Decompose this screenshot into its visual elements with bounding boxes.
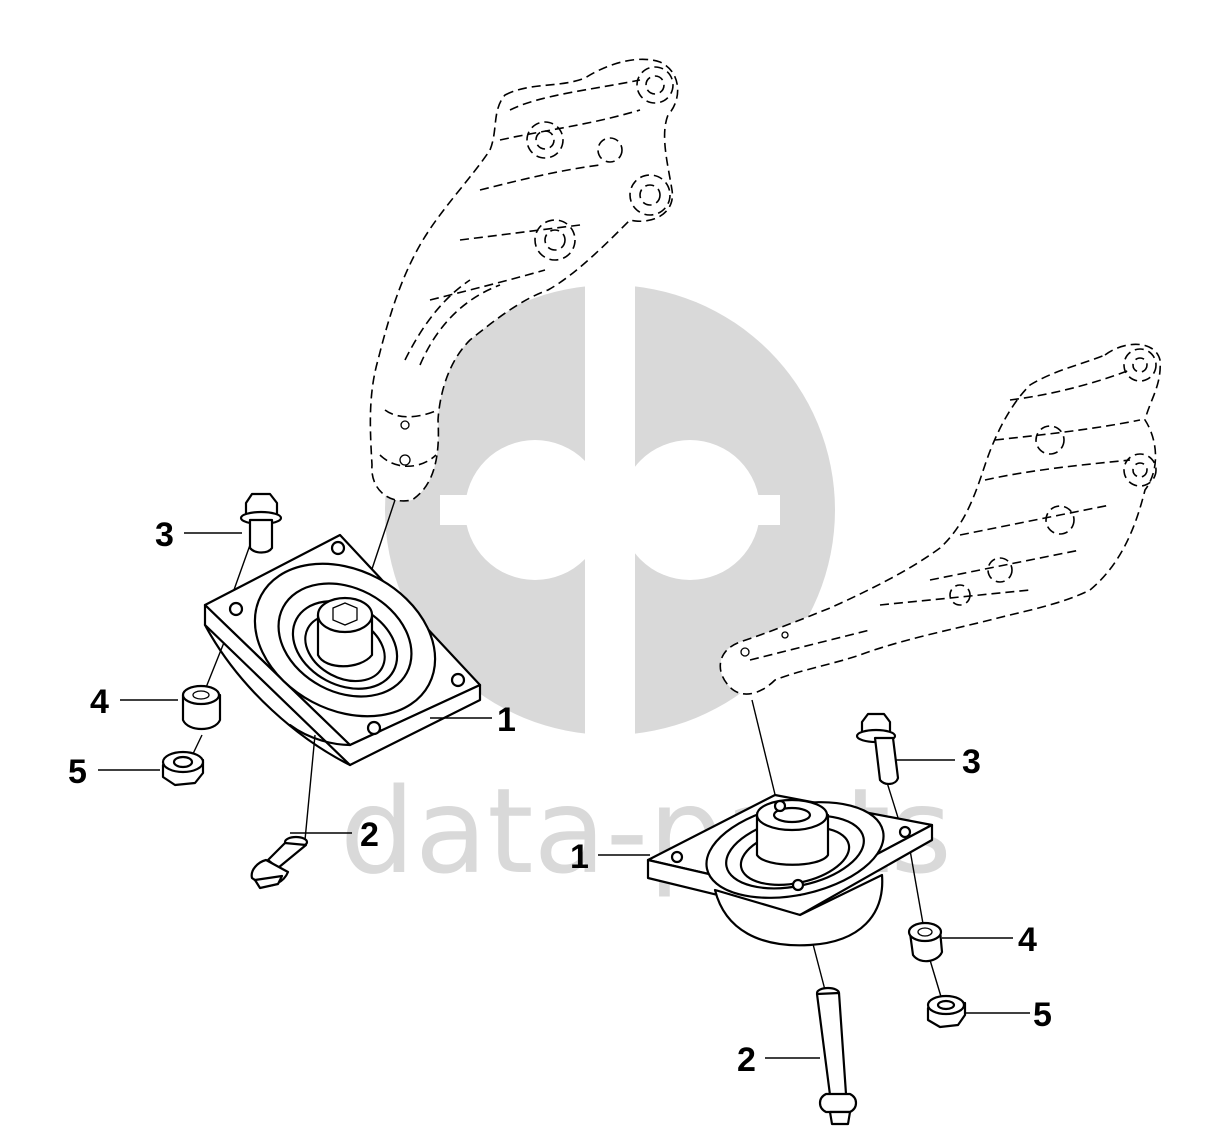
callout-left-5: 5 bbox=[68, 753, 87, 791]
right-spacer-part-4 bbox=[907, 921, 944, 963]
callout-right-3: 3 bbox=[962, 743, 981, 781]
left-bolt-part-3 bbox=[239, 492, 283, 554]
left-spacer-part-4 bbox=[181, 684, 222, 731]
left-engine-mount-assembly bbox=[161, 492, 482, 890]
left-bracket-phantom bbox=[369, 58, 679, 502]
callout-left-4: 4 bbox=[90, 683, 109, 721]
callout-left-1: 1 bbox=[497, 701, 516, 739]
left-bolt-part-2 bbox=[250, 835, 309, 890]
callout-leaders bbox=[98, 532, 1030, 1059]
right-nut-part-5 bbox=[926, 994, 967, 1029]
right-bolt-part-3 bbox=[855, 712, 900, 785]
callout-left-2: 2 bbox=[360, 816, 379, 854]
left-mount-part-1 bbox=[203, 533, 482, 767]
callout-right-4: 4 bbox=[1018, 921, 1037, 959]
right-engine-mount-assembly bbox=[646, 699, 967, 1126]
callout-right-1: 1 bbox=[570, 838, 589, 876]
callout-right-2: 2 bbox=[737, 1041, 756, 1079]
callout-left-3: 3 bbox=[155, 516, 174, 554]
left-nut-part-5 bbox=[161, 750, 205, 787]
callout-right-5: 5 bbox=[1033, 996, 1052, 1034]
right-bolt-part-2 bbox=[815, 986, 858, 1126]
right-mount-part-1 bbox=[646, 793, 934, 947]
callout-labels: 3 4 5 1 2 3 4 5 1 2 bbox=[68, 516, 1052, 1079]
right-bracket-phantom bbox=[719, 343, 1161, 695]
